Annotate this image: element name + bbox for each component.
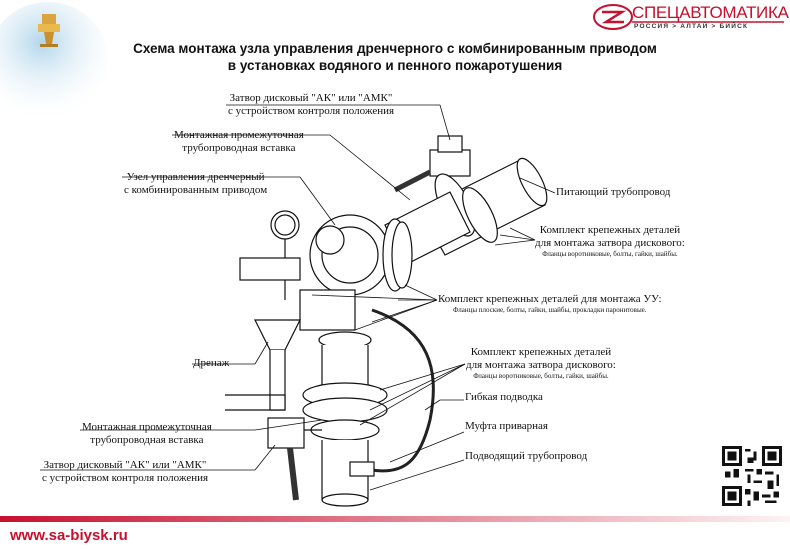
label-kit-upper-line1: Комплект крепежных деталей xyxy=(539,224,681,236)
label-lower-insert-line1: Монтажная промежуточная xyxy=(82,421,212,433)
label-kit-lower-line2: для монтажа затвора дискового: xyxy=(466,359,616,371)
drain-pipe-shape xyxy=(225,350,286,411)
label-weld-coupling: Муфта приварная xyxy=(465,420,548,432)
label-upper-valve-line2: с устройством контроля положения xyxy=(228,105,395,117)
label-upper-valve-line1: Затвор дисковый "АК" или "АМК" xyxy=(229,92,393,104)
sprinkler-spray-image xyxy=(0,2,108,118)
label-flexible-hose: Гибкая подводка xyxy=(465,391,543,403)
label-kit-upper-note: Фланцы воротниковые, болты, гайки, шайбы… xyxy=(542,250,678,258)
title-line-2: в установках водяного и пенного пожароту… xyxy=(227,58,563,73)
vertical-pipe-shape xyxy=(302,331,388,507)
label-kit-unit-line1: Комплект крепежных деталей для монтажа У… xyxy=(438,293,662,305)
label-kit-unit-note: Фланцы плоские, болты, гайки, шайбы, про… xyxy=(453,306,647,314)
footer-red-bar xyxy=(0,516,790,522)
label-upper-insert: Монтажная промежуточная трубопроводная в… xyxy=(174,129,304,155)
company-logo xyxy=(593,4,784,30)
label-control-unit-line1: Узел управления дренчерный xyxy=(126,171,265,183)
label-kit-lower: Комплект крепежных деталей для монтажа з… xyxy=(466,346,616,381)
label-kit-upper: Комплект крепежных деталей для монтажа з… xyxy=(535,224,685,259)
label-upper-insert-line2: трубопроводная вставка xyxy=(182,142,296,154)
label-lower-valve-line2: с устройством контроля положения xyxy=(42,472,209,484)
qr-code xyxy=(722,446,782,506)
label-lower-insert-line2: трубопроводная вставка xyxy=(90,434,204,446)
upper-valve-shape xyxy=(393,135,498,243)
label-drain: Дренаж xyxy=(193,357,230,369)
label-control-unit-line2: с комбинированным приводом xyxy=(124,184,268,196)
label-feed-pipe: Подводящий трубопровод xyxy=(465,450,588,462)
label-lower-valve-line1: Затвор дисковый "АК" или "АМК" xyxy=(43,459,207,471)
label-lower-insert: Монтажная промежуточная трубопроводная в… xyxy=(82,421,212,447)
label-kit-upper-line2: для монтажа затвора дискового: xyxy=(535,237,685,249)
control-unit-shape xyxy=(239,210,413,351)
flexible-hose-shape xyxy=(371,308,435,473)
logo-text: СПЕЦАВТОМАТИКА xyxy=(632,3,789,22)
label-upper-insert-line1: Монтажная промежуточная xyxy=(174,129,304,141)
label-kit-unit: Комплект крепежных деталей для монтажа У… xyxy=(438,293,662,315)
label-kit-lower-line1: Комплект крепежных деталей xyxy=(470,346,612,358)
logo-subtitle: РОССИЯ > АЛТАЙ > БИЙСК xyxy=(634,23,749,30)
label-kit-lower-note: Фланцы воротниковые, болты, гайки, шайбы… xyxy=(473,372,609,380)
page-title: Схема монтажа узла управления дренчерног… xyxy=(60,40,730,74)
label-control-unit: Узел управления дренчерный с комбинирова… xyxy=(124,171,267,197)
title-line-1: Схема монтажа узла управления дренчерног… xyxy=(133,41,657,56)
website-link[interactable]: www.sa-biysk.ru xyxy=(10,527,128,544)
label-lower-valve: Затвор дисковый "АК" или "АМК" с устройс… xyxy=(42,459,208,485)
label-supply-pipe: Питающий трубопровод xyxy=(556,186,671,198)
leader-lines xyxy=(40,104,556,491)
lower-valve-shape xyxy=(267,417,322,501)
label-upper-valve: Затвор дисковый "АК" или "АМК" с устройс… xyxy=(228,92,394,118)
